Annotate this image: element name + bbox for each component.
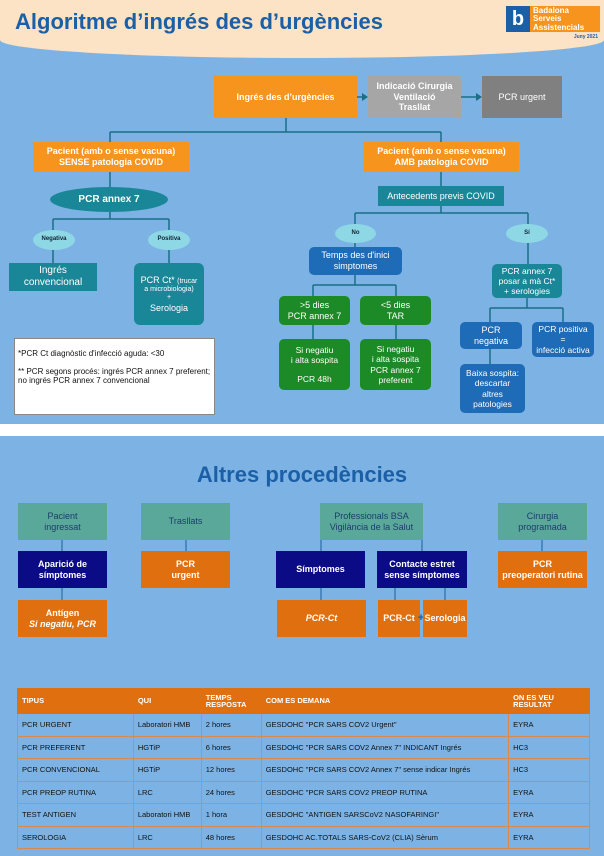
- table-cell: LRC: [132, 825, 202, 849]
- col-qui: QUI: [132, 688, 202, 714]
- table-cell: Laboratori HMB: [132, 713, 202, 737]
- table-cell: HGTiP: [132, 758, 202, 782]
- pcr-urgent-box: PCR urgent: [482, 76, 562, 118]
- table-cell: SEROLOGIA: [17, 825, 134, 849]
- table-cell: PCR URGENT: [17, 713, 134, 737]
- ingres-urgencies-box: Ingrés des d’urgències: [214, 76, 357, 118]
- table-cell: 2 hores: [200, 713, 262, 737]
- altres-connectors: [61, 540, 543, 600]
- table-cell: TEST ANTIGEN: [17, 803, 134, 827]
- table-cell: HC3: [508, 735, 590, 759]
- altres-title: Altres procedències: [196, 462, 408, 487]
- pcr-ct-simptomes-box: PCR-Ct: [277, 600, 366, 637]
- table-cell: PCR PREOP RUTINA: [17, 780, 134, 804]
- table-cell: EYRA: [508, 803, 590, 827]
- no-label: No: [335, 224, 376, 243]
- col-on: ON ES VEU RESULTAT: [508, 688, 590, 714]
- negativa-label: Negativa: [33, 230, 75, 250]
- table-cell: HGTiP: [132, 735, 202, 759]
- serologia-box: Serologia: [423, 600, 467, 637]
- table-cell: 24 hores: [200, 780, 262, 804]
- table-cell: PCR PREFERENT: [17, 735, 134, 759]
- table-cell: LRC: [132, 780, 202, 804]
- flow-connectors: [52, 93, 564, 364]
- table-cell: 6 hores: [200, 735, 262, 759]
- simptomes-box: Símptomes: [276, 551, 365, 588]
- col-tipus: TIPUS: [17, 688, 134, 714]
- si-label: Sí: [506, 224, 548, 243]
- pcr-annex7-ellipse: PCR annex 7: [50, 187, 168, 212]
- amb-covid-box: Pacient (amb o sense vacuna)AMB patologi…: [364, 142, 519, 172]
- sense-covid-box: Pacient (amb o sense vacuna)SENSE patolo…: [33, 142, 189, 172]
- test-table: TIPUS QUI TEMPS RESPOSTA COM ES DEMANA O…: [17, 688, 590, 849]
- table-cell: GESDOHC AC.TOTALS SARS-CoV2 (CLIA) Sèrum: [260, 825, 510, 849]
- pcr-positiva-box: PCR positiva=infecció activa: [532, 322, 594, 357]
- pcr-ct-contacte-box: PCR-Ct: [378, 600, 420, 637]
- page-title: Algoritme d’ingrés des d’urgències: [15, 9, 383, 34]
- plus-sign: +: [417, 612, 425, 625]
- antecedents-box: Antecedents previs COVID: [378, 186, 504, 206]
- table-cell: EYRA: [508, 713, 590, 737]
- table-cell: GESDOHC "PCR SARS COV2 PREOP RUTINA: [260, 780, 510, 804]
- table-cell: EYRA: [508, 825, 590, 849]
- table-cell: HC3: [508, 758, 590, 782]
- trasllats-box: Trasllats: [141, 503, 230, 540]
- col-com: COM ES DEMANA: [260, 688, 510, 714]
- section-divider: [0, 424, 604, 436]
- table-cell: GESDOHC "ANTIGEN SARSCoV2 NASOFARINGI": [260, 803, 510, 827]
- table-cell: GESDOHC "PCR SARS COV2 Annex 7" sense in…: [260, 758, 510, 782]
- table-cell: GESDOHC "PCR SARS COV2 Annex 7" INDICANT…: [260, 735, 510, 759]
- table-cell: 1 hora: [200, 803, 262, 827]
- table-cell: GESDOHC "PCR SARS COV2 Urgent": [260, 713, 510, 737]
- logo-mark: b: [506, 6, 530, 32]
- table-cell: PCR CONVENCIONAL: [17, 758, 134, 782]
- col-temps: TEMPS RESPOSTA: [200, 688, 262, 714]
- table-cell: EYRA: [508, 780, 590, 804]
- table-cell: 48 hores: [200, 825, 262, 849]
- positiva-label: Positiva: [148, 230, 190, 250]
- table-header-row: TIPUS QUI TEMPS RESPOSTA COM ES DEMANA O…: [17, 688, 590, 714]
- header-banner: [0, 0, 604, 58]
- footnote-box: *PCR Ct diagnòstic d'infecció aguda: <30…: [14, 338, 215, 415]
- table-cell: 12 hores: [200, 758, 262, 782]
- table-cell: Laboratori HMB: [132, 803, 202, 827]
- logo-date: Juny 2021: [573, 34, 598, 40]
